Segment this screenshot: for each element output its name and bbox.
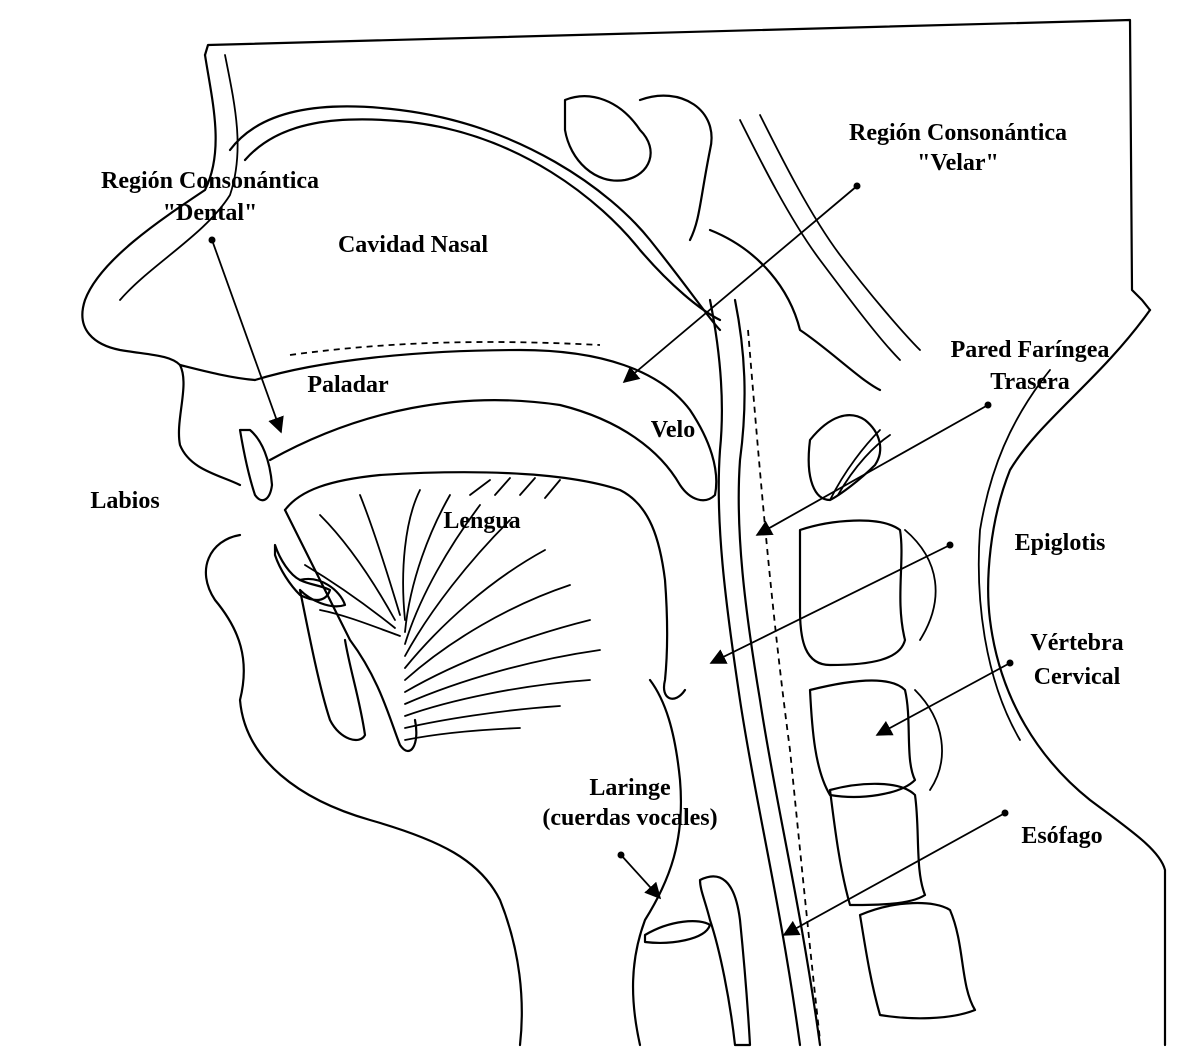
arrow-vertebra-dot (1007, 660, 1014, 667)
label-region-dental-line1: Región Consonántica (101, 168, 319, 194)
label-cavidad-nasal: Cavidad Nasal (338, 232, 488, 258)
label-pared-faringea-line1: Pared Faríngea (951, 337, 1110, 363)
arrow-laringe-dot (618, 852, 625, 859)
label-paladar: Paladar (307, 372, 389, 398)
cervical-vertebrae (800, 521, 975, 1019)
label-esofago: Esófago (1021, 823, 1102, 849)
label-region-velar-line2: "Velar" (917, 150, 999, 176)
arrow-velar (624, 186, 857, 382)
label-velo: Velo (651, 417, 695, 443)
label-region-dental-line2: "Dental" (163, 200, 258, 226)
label-epiglotis: Epiglotis (1015, 530, 1106, 556)
labels: Región Consonántica "Dental" Cavidad Nas… (90, 120, 1123, 849)
arrow-pared-dot (985, 402, 992, 409)
label-vertebra-line2: Cervical (1034, 664, 1121, 690)
arrow-dental-dot (209, 237, 216, 244)
arrow-pared (757, 405, 988, 535)
arrow-esofago (784, 813, 1005, 935)
arrow-laringe (621, 855, 660, 898)
arrow-velar-dot (854, 183, 861, 190)
label-pared-faringea-line2: Trasera (990, 369, 1070, 395)
label-laringe-line2: (cuerdas vocales) (542, 805, 717, 831)
arrow-vertebra (877, 663, 1010, 735)
label-labios: Labios (90, 488, 159, 514)
arrow-esofago-dot (1002, 810, 1009, 817)
nasal-cavity-shapes (230, 96, 920, 390)
pharynx (633, 300, 890, 1045)
arrow-epiglotis-dot (947, 542, 954, 549)
label-vertebra-line1: Vértebra (1030, 630, 1123, 656)
label-laringe-line1: Laringe (589, 775, 671, 801)
palate (240, 342, 716, 500)
label-lengua: Lengua (443, 508, 520, 534)
label-region-velar-line1: Región Consonántica (849, 120, 1067, 146)
arrow-dental (212, 240, 281, 432)
